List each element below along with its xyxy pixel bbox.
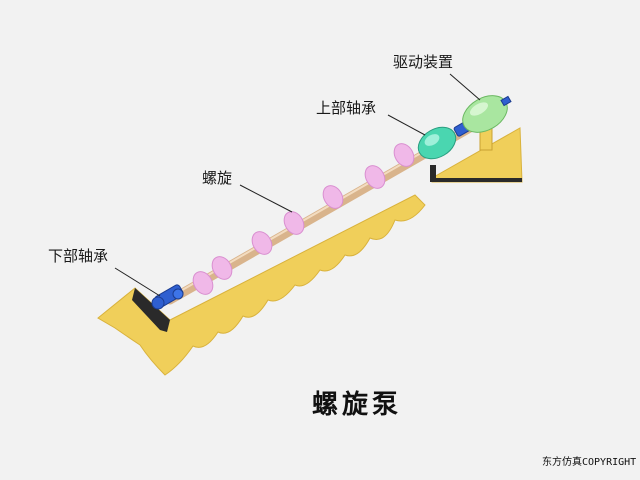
lower-trough-shadow (132, 288, 170, 332)
lower-trough (97, 194, 426, 376)
upper-bearing-leader (387, 114, 426, 136)
label-drive: 驱动装置 (393, 53, 453, 71)
drive-leader (449, 73, 481, 101)
platform-base-line (430, 178, 522, 182)
screw-helix (192, 143, 415, 295)
label-screw: 螺旋 (202, 169, 232, 187)
upper-platform-shadow (430, 165, 436, 180)
upper-bearing (417, 126, 457, 160)
diagram-title: 螺旋泵 (312, 390, 402, 420)
lower-bearing (151, 284, 184, 310)
copyright-text: 东方仿真COPYRIGHT (542, 455, 636, 468)
label-lower-bearing: 下部轴承 (48, 247, 108, 265)
drive-unit (462, 95, 512, 133)
lower-bearing-leader (114, 267, 161, 297)
label-upper-bearing: 上部轴承 (316, 99, 376, 117)
screw-leader (239, 184, 293, 213)
